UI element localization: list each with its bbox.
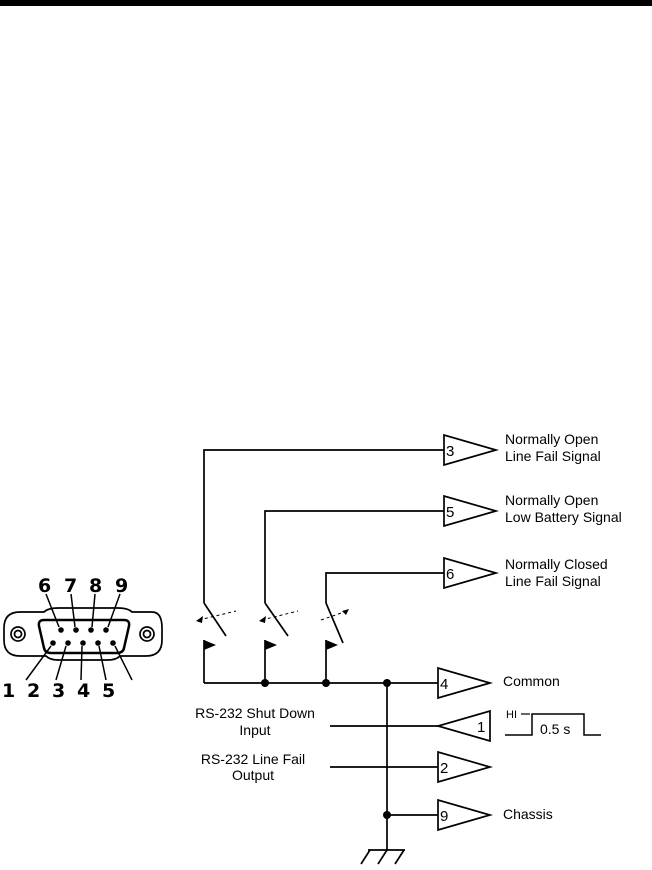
pin-label-5: 5 xyxy=(446,504,454,521)
wire-pin6 xyxy=(325,572,444,603)
signal-label-common: Common xyxy=(503,673,560,689)
signal-label-line1: Normally Open xyxy=(505,492,598,508)
wire-pin5 xyxy=(264,510,444,603)
shutdown-input-label-line1: RS-232 Shut Down xyxy=(195,705,315,721)
pulse-hi-label: HI xyxy=(506,709,517,721)
shutdown-input-label-line2: Input xyxy=(239,722,270,738)
relay2-blade xyxy=(264,602,289,637)
buffer-triangle xyxy=(443,494,500,528)
relay3-blade xyxy=(325,602,344,644)
pin-hole-7 xyxy=(73,627,79,633)
relay-wiring xyxy=(196,449,444,865)
pin-hole-2 xyxy=(65,640,71,646)
pulse-trace xyxy=(505,713,601,736)
signal-label-line1: Normally Closed xyxy=(505,556,608,572)
leader-5 xyxy=(114,645,133,681)
relay1-arrow xyxy=(196,616,203,623)
pin-number-5: 5 xyxy=(102,680,115,702)
pin-hole-8 xyxy=(88,627,94,633)
signal-label-line2: Line Fail Signal xyxy=(505,448,601,464)
linefail-output-label-line2: Output xyxy=(232,767,274,783)
signal-label-chassis: Chassis xyxy=(503,806,553,822)
pin-number-7: 7 xyxy=(64,575,77,597)
relay2-arrow xyxy=(259,616,266,623)
pin-number-9: 9 xyxy=(115,575,128,597)
pin-hole-1 xyxy=(50,640,56,646)
output-4-common: 4 Common xyxy=(437,666,560,700)
screw-left-hole xyxy=(13,629,23,639)
output-2-linefail: 2 xyxy=(437,750,494,784)
pin-number-1: 1 xyxy=(2,680,15,702)
output-5: 5 Normally Open Low Battery Signal xyxy=(443,492,622,528)
pin-number-6: 6 xyxy=(38,575,51,597)
buffer-triangle xyxy=(443,433,500,467)
screw-right-hole xyxy=(142,629,152,639)
buffer-triangle xyxy=(443,556,500,590)
leader-9 xyxy=(107,593,121,628)
signal-label-line1: Normally Open xyxy=(505,431,598,447)
relay1-coil-dash xyxy=(198,610,237,621)
leader-4 xyxy=(98,645,107,681)
output-6: 6 Normally Closed Line Fail Signal xyxy=(443,556,608,590)
screw-left xyxy=(10,626,26,642)
leader-1 xyxy=(25,645,52,681)
pin-hole-3 xyxy=(80,640,86,646)
buffer-triangle xyxy=(437,798,494,832)
junction-relay3 xyxy=(322,679,330,687)
connector-shell xyxy=(3,607,163,661)
pin-number-4: 4 xyxy=(77,680,90,702)
relay1-blade xyxy=(203,602,227,637)
ground-hatch-3 xyxy=(394,849,405,865)
junction-relay2 xyxy=(261,679,269,687)
input-1-shutdown: 1 xyxy=(434,709,491,743)
relay1-flag xyxy=(204,640,216,650)
leader-2 xyxy=(55,645,67,681)
pulse-waveform: HI 0.5 s xyxy=(505,709,601,737)
leader-3 xyxy=(80,645,83,681)
pin-label-1: 1 xyxy=(477,719,485,736)
buffer-triangle-reversed xyxy=(434,709,491,743)
pin-number-2: 2 xyxy=(27,680,40,702)
relay3-coil-dash xyxy=(320,610,348,621)
pin-number-3: 3 xyxy=(52,680,65,702)
screw-right xyxy=(139,626,155,642)
relay3-flag xyxy=(326,640,338,650)
linefail-output-label-line1: RS-232 Line Fail xyxy=(201,751,305,767)
pin-label-6: 6 xyxy=(446,566,454,583)
leader-7 xyxy=(70,593,76,628)
leader-8 xyxy=(91,593,96,628)
leader-6 xyxy=(45,593,60,628)
connector-face xyxy=(37,618,131,655)
pin-hole-4 xyxy=(95,640,101,646)
pin-number-8: 8 xyxy=(89,575,102,597)
wire-pin3 xyxy=(203,449,444,603)
pin-label-2: 2 xyxy=(440,760,448,777)
signal-label-line2: Line Fail Signal xyxy=(505,573,601,589)
ground-hatch-1 xyxy=(360,849,371,865)
pin-label-4: 4 xyxy=(440,676,448,693)
pin-hole-5 xyxy=(110,640,116,646)
buffer-triangle xyxy=(437,666,494,700)
buffer-triangle xyxy=(437,750,494,784)
relay2-coil-dash xyxy=(261,610,299,621)
pin-hole-9 xyxy=(103,627,109,633)
pulse-duration-label: 0.5 s xyxy=(540,721,570,737)
top-rule xyxy=(0,0,652,6)
db9-connector: 6 7 8 9 1 2 3 4 5 xyxy=(2,575,163,702)
relay3-arrow xyxy=(342,609,349,615)
output-3: 3 Normally Open Line Fail Signal xyxy=(443,431,601,467)
relay2-flag xyxy=(265,640,277,650)
pin-hole-6 xyxy=(58,627,64,633)
pin-label-3: 3 xyxy=(446,443,454,460)
output-9-chassis: 9 Chassis xyxy=(437,798,553,832)
ground-hatch-2 xyxy=(377,849,388,865)
pin-label-9: 9 xyxy=(440,808,448,825)
signal-label-line2: Low Battery Signal xyxy=(505,509,622,525)
